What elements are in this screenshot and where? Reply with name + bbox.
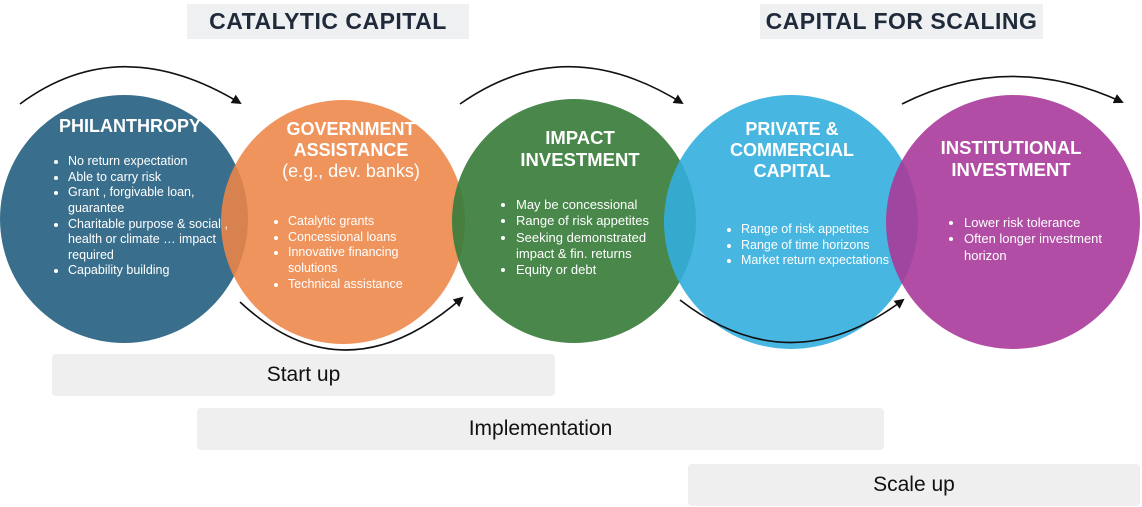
private-list: Range of risk appetites Range of time ho… xyxy=(725,222,891,269)
government-title-main: GOVERNMENT ASSISTANCE xyxy=(286,119,416,161)
catalytic-capital-header: CATALYTIC CAPITAL xyxy=(187,4,469,39)
government-circle xyxy=(221,100,465,344)
private-circle xyxy=(664,95,918,349)
philanthropy-title: PHILANTHROPY xyxy=(58,116,201,136)
government-title: GOVERNMENT ASSISTANCE (e.g., dev. banks) xyxy=(258,119,444,183)
impact-list: May be concessional Range of risk appeti… xyxy=(500,197,686,278)
institutional-circle xyxy=(886,95,1140,349)
institutional-list: Lower risk tolerance Often longer invest… xyxy=(948,215,1124,264)
list-item: Charitable purpose & social , health or … xyxy=(68,217,228,264)
list-item: Grant , forgivable loan, guarantee xyxy=(68,185,228,216)
list-item: Technical assistance xyxy=(288,277,438,293)
impact-title: IMPACT INVESTMENT xyxy=(520,127,640,170)
list-item: Concessional loans xyxy=(288,230,438,246)
list-item: Seeking demonstrated impact & fin. retur… xyxy=(516,230,686,263)
impact-circle xyxy=(452,99,696,343)
list-item: Range of risk appetites xyxy=(516,213,686,229)
list-item: Range of time horizons xyxy=(741,238,891,254)
list-item: Capability building xyxy=(68,263,228,279)
startup-stage-bar: Start up xyxy=(52,354,555,396)
implementation-stage-bar: Implementation xyxy=(197,408,884,450)
list-item: Market return expectations xyxy=(741,253,891,269)
list-item: Range of risk appetites xyxy=(741,222,891,238)
capital-for-scaling-header: CAPITAL FOR SCALING xyxy=(760,4,1043,39)
scaleup-stage-bar: Scale up xyxy=(688,464,1140,506)
list-item: No return expectation xyxy=(68,154,228,170)
government-subtitle: (e.g., dev. banks) xyxy=(282,161,420,182)
arrow-top-1 xyxy=(19,65,242,105)
list-item: Equity or debt xyxy=(516,262,686,278)
arrow-top-5 xyxy=(901,75,1124,105)
list-item: May be concessional xyxy=(516,197,686,213)
government-list: Catalytic grants Concessional loans Inno… xyxy=(272,214,438,292)
list-item: Catalytic grants xyxy=(288,214,438,230)
private-title: PRIVATE & COMMERCIAL CAPITAL xyxy=(730,119,854,182)
list-item: Innovative financing solutions xyxy=(288,245,438,276)
philanthropy-list: No return expectation Able to carry risk… xyxy=(52,154,228,279)
list-item: Able to carry risk xyxy=(68,170,228,186)
philanthropy-circle xyxy=(0,95,248,343)
arrow-bottom-2 xyxy=(239,296,464,351)
institutional-title: INSTITUTIONAL INVESTMENT xyxy=(940,137,1082,180)
arrow-top-3 xyxy=(459,65,684,105)
list-item: Lower risk tolerance xyxy=(964,215,1124,231)
list-item: Often longer investment horizon xyxy=(964,231,1124,264)
arrow-bottom-4 xyxy=(679,298,905,344)
